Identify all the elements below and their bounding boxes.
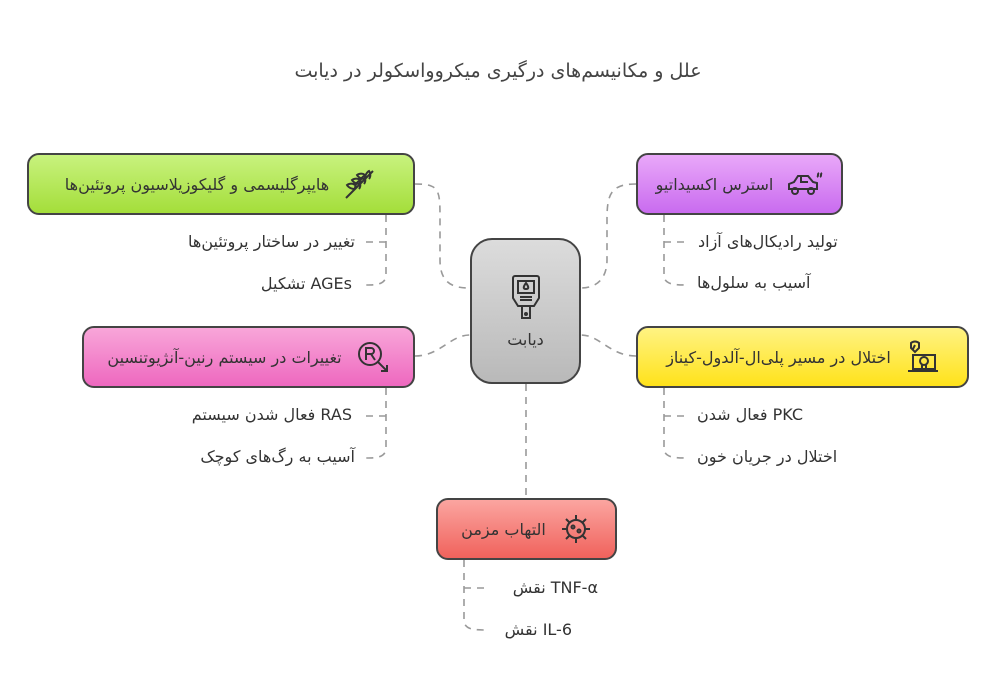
virus-icon [561,515,590,543]
branch-renin-angiotensin: تغییرات در سیستم رنین-آنژیوتنسین [82,326,415,388]
connector-yellow-sub [663,388,689,459]
connector-green-sub [364,215,387,286]
branch-oxidative-stress: استرس اکسیداتیو [636,153,843,215]
sub-item: IL-6 نقش [504,620,572,639]
branch-label: اختلال در مسیر پلی‌ال-آلدول-کیناز [666,347,891,367]
car-exhaust-icon [788,172,823,195]
connector-pink [414,334,471,357]
branch-label: استرس اکسیداتیو [655,174,774,194]
branch-label: هایپرگلیسمی و گلیکوزیلاسیون پروتئین‌ها [64,174,330,194]
wheat-icon [345,169,374,199]
branch-label: التهاب مزمن [461,519,546,539]
sub-item: تولید رادیکال‌های آزاد [698,232,838,251]
sub-item: PKC فعال شدن [697,405,804,424]
connector-green [414,183,471,289]
branch-chronic-inflammation: التهاب مزمن [436,498,617,560]
sub-item: AGEs تشکیل [260,274,352,293]
branch-label: تغییرات در سیستم رنین-آنژیوتنسین [107,347,342,367]
diagram-title: علل و مکانیسم‌های درگیری میکروواسکولر در… [294,60,702,82]
connector-pink-sub [364,388,387,459]
connector-red-sub [463,560,488,631]
glucose-meter-icon [511,274,540,319]
registered-arrow-icon [357,342,388,372]
sub-item: آسیب به رگ‌های کوچک [200,447,355,466]
sub-item: آسیب به سلول‌ها [697,273,811,292]
sub-item: تغییر در ساختار پروتئین‌ها [188,232,355,251]
laptop-skull-icon [907,340,938,372]
center-node-diabetes: دیابت [470,238,581,384]
connector-purple [580,183,637,289]
connector-yellow [580,334,637,357]
branch-polyol-pathway: اختلال در مسیر پلی‌ال-آلدول-کیناز [636,326,969,388]
connector-purple-sub [663,215,689,286]
sub-item: TNF-α نقش [512,578,598,597]
branch-hyperglycemia: هایپرگلیسمی و گلیکوزیلاسیون پروتئین‌ها [27,153,415,215]
sub-item: اختلال در جریان خون [697,447,838,466]
sub-item: RAS فعال شدن سیستم [191,405,352,424]
center-label: دیابت [507,329,544,349]
